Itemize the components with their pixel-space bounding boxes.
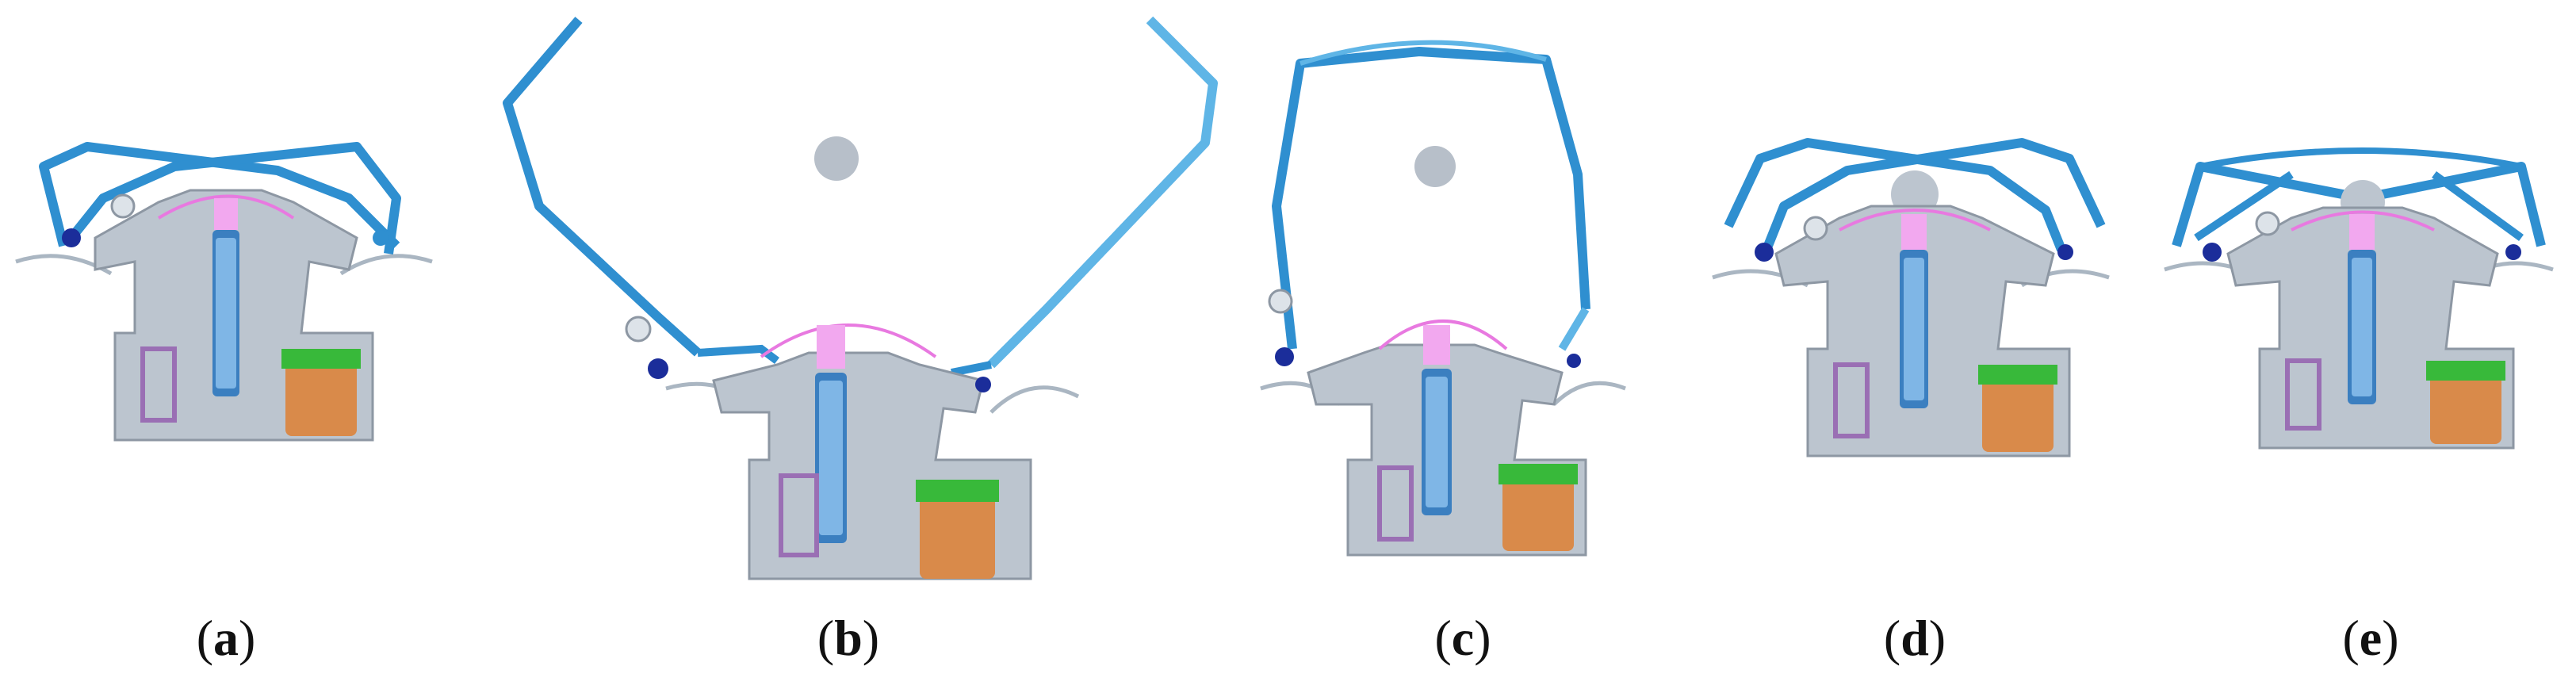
panel-b	[476, 0, 1237, 689]
pink-cap	[817, 325, 845, 369]
panel-c	[1253, 0, 1665, 689]
knob-right	[1567, 354, 1581, 368]
caption-c: (c)	[1384, 611, 1542, 666]
caption-c-letter: c	[1451, 610, 1475, 666]
panel-d	[1689, 0, 2133, 689]
knob-right	[975, 377, 991, 392]
motor	[2430, 369, 2501, 444]
caption-e: (e)	[2291, 611, 2450, 666]
pink-cap	[1423, 325, 1450, 365]
mechanism-drawing-d	[1712, 138, 2110, 457]
knob-right	[2505, 244, 2521, 260]
frame-arm-left	[503, 17, 702, 357]
knob-left	[648, 358, 668, 379]
caption-d-close: )	[1928, 610, 1946, 666]
frame-arm-left	[1724, 138, 2066, 252]
caption-e-open: (	[2342, 610, 2360, 666]
mechanism-drawing-e	[2164, 147, 2554, 450]
mechanism-drawing-a	[15, 142, 433, 442]
caption-a-letter: a	[213, 610, 239, 666]
caption-d: (d)	[1835, 611, 1994, 666]
motor	[1502, 476, 1574, 551]
frame-arm-right	[1763, 138, 2106, 248]
frame-arm-right	[987, 16, 1218, 369]
mechanism-drawing-c	[1260, 40, 1626, 557]
caption-b-open: (	[817, 610, 835, 666]
pink-cap	[2349, 214, 2375, 250]
caption-a-close: )	[239, 610, 256, 666]
caption-e-letter: e	[2359, 610, 2383, 666]
caption-a-open: (	[196, 610, 213, 666]
pink-cap	[214, 198, 238, 230]
knob-left	[1275, 347, 1294, 366]
motor	[920, 492, 995, 579]
caption-a: (a)	[147, 611, 305, 666]
frame-arm-right	[67, 142, 401, 255]
knob-left	[2203, 243, 2222, 262]
knob-left	[1755, 243, 1774, 262]
motor	[285, 357, 357, 436]
motor	[1982, 373, 2054, 452]
caption-d-open: (	[1883, 610, 1901, 666]
pink-cap	[1901, 214, 1927, 250]
mechanism-drawing-b	[503, 16, 1218, 580]
caption-c-open: (	[1434, 610, 1452, 666]
caption-d-letter: d	[1900, 610, 1929, 666]
knob-right	[373, 230, 389, 246]
knob-right	[2057, 244, 2073, 260]
caption-b-close: )	[862, 610, 880, 666]
reference-dot	[1414, 146, 1456, 187]
panel-e	[2141, 0, 2576, 689]
reference-dot	[814, 136, 859, 181]
caption-e-close: )	[2382, 610, 2399, 666]
knob-left	[62, 228, 81, 247]
frame-arm-left	[39, 142, 400, 250]
frame-arm-left	[1272, 47, 1590, 350]
caption-b: (b)	[769, 611, 928, 666]
panel-a	[0, 0, 460, 689]
caption-b-letter: b	[834, 610, 863, 666]
caption-c-close: )	[1474, 610, 1491, 666]
